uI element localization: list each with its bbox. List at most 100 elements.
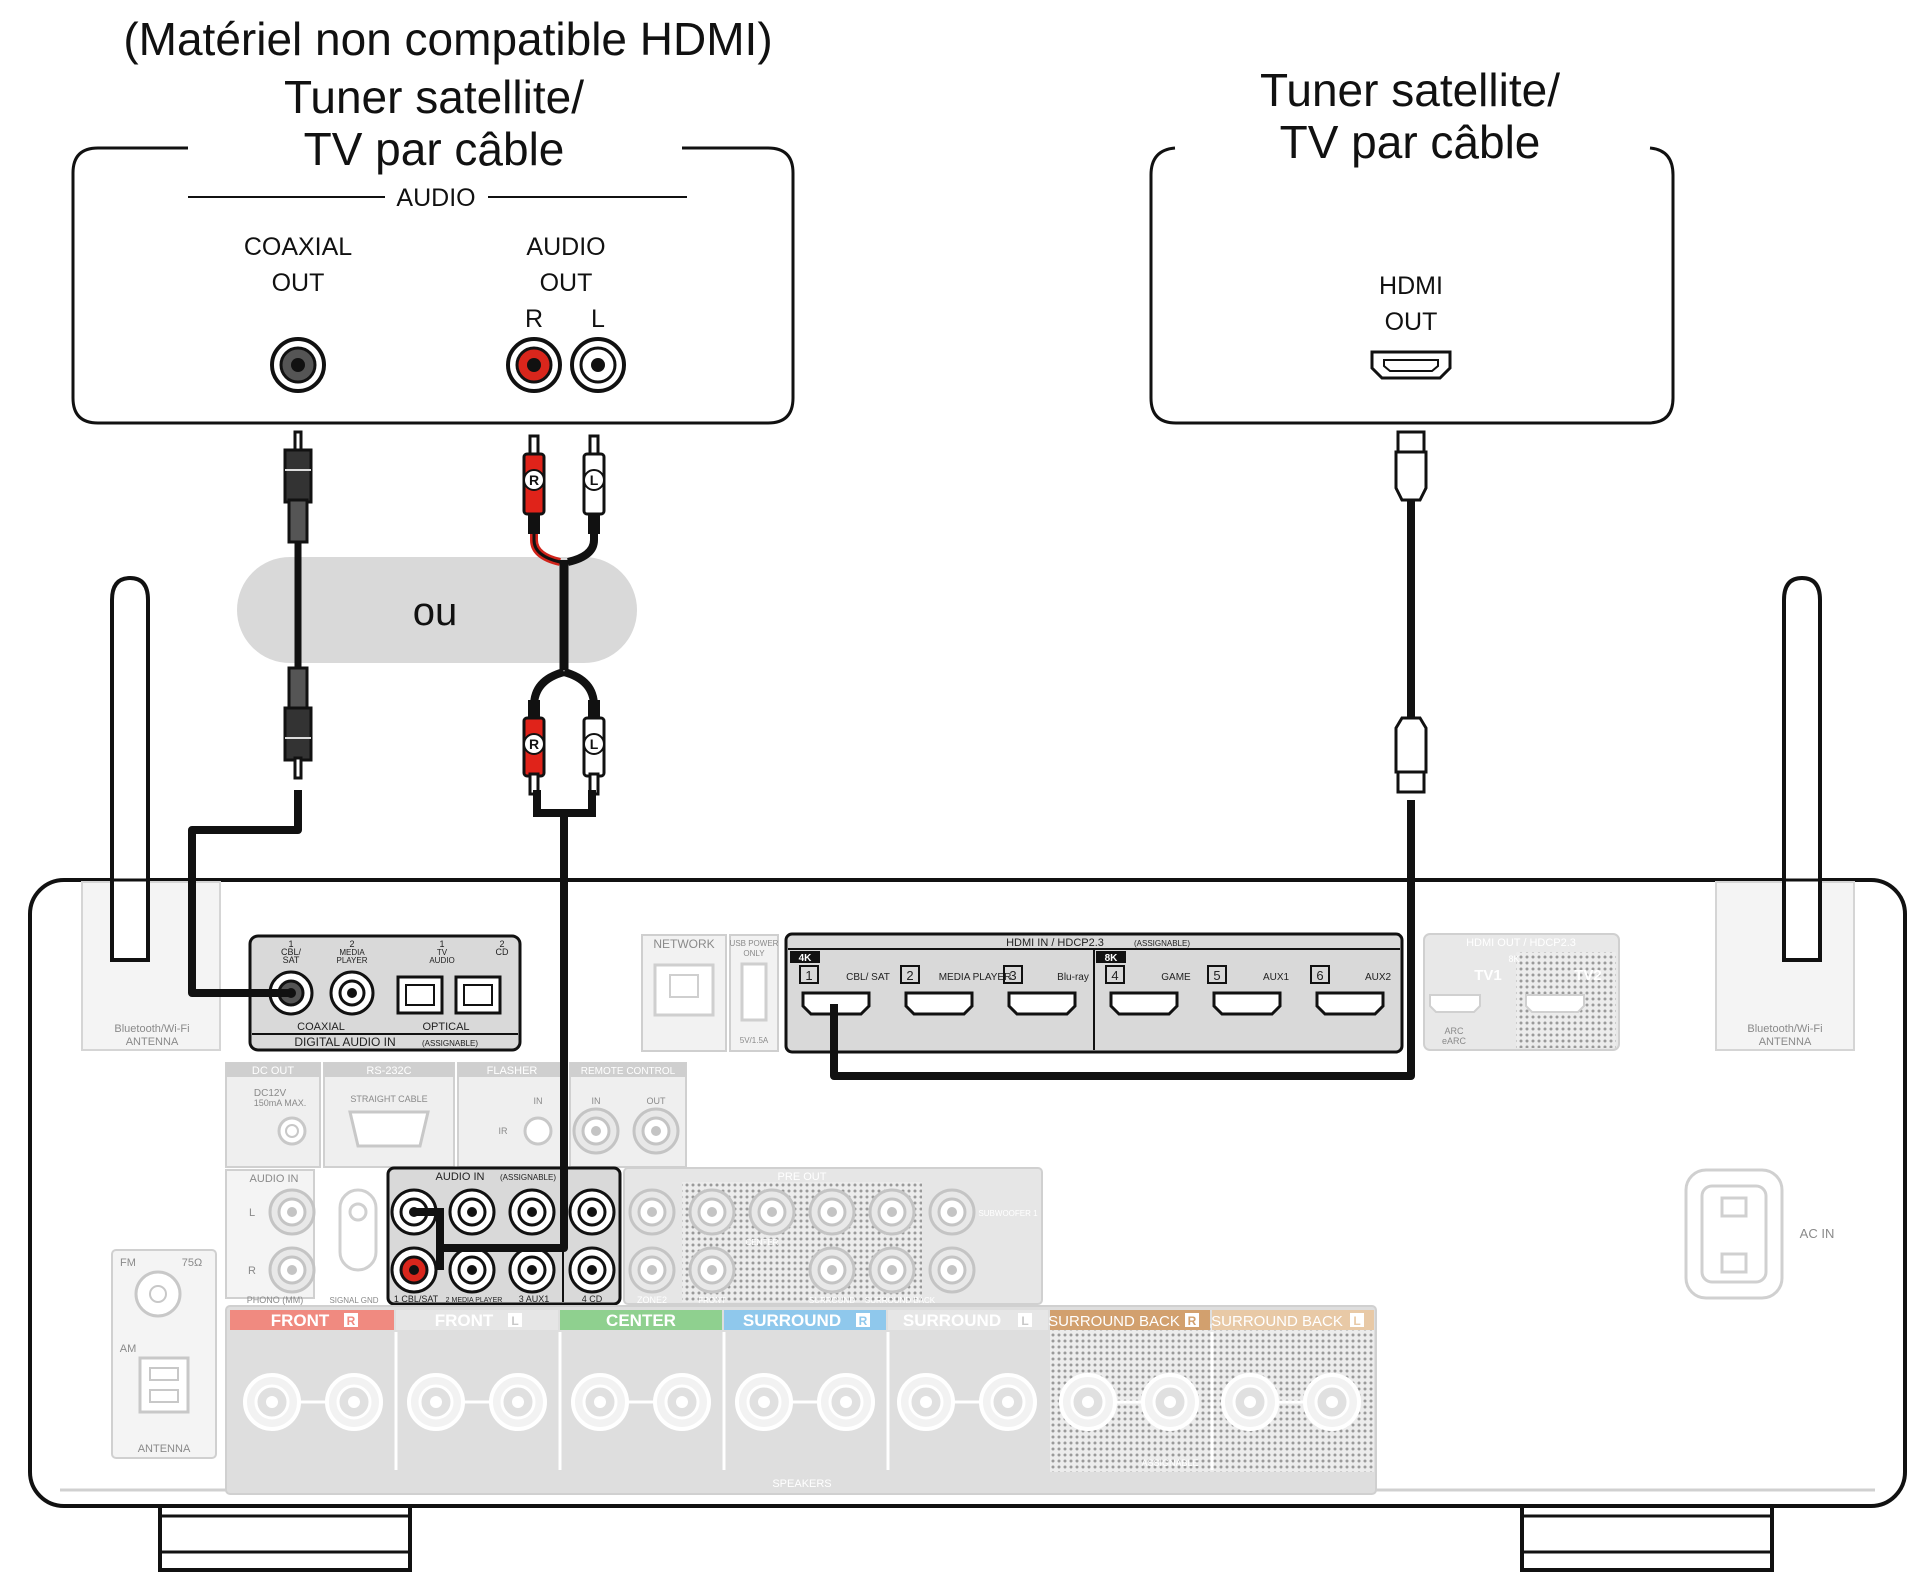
hdmi-in-numbers: 1 CBL/ SAT 2 MEDIA PLAYER 3 Blu-ray 4 GA… (799, 965, 1391, 984)
rca-plug-bottom-r: R (522, 700, 546, 796)
spk-front-l-side: L (511, 1314, 518, 1328)
dc-out-spec: DC12V (254, 1088, 287, 1099)
spk-surround-back-r: SURROUND BACK (1048, 1313, 1180, 1330)
pre-out-surround: SURROUND (809, 1296, 855, 1305)
hdmi-out-earc: eARC (1442, 1036, 1467, 1046)
dig-label: 1 (439, 939, 444, 949)
usb-port: USB POWER ONLY 5V/1.5A (729, 934, 779, 1052)
remote-in: IN (592, 1096, 601, 1106)
spk-surround-l-side: L (1021, 1314, 1028, 1328)
rca-plug-top-r: R (522, 434, 546, 534)
source-note: (Matériel non compatible HDMI) (123, 13, 772, 65)
audio-in-jack-3l (508, 1188, 556, 1236)
spk-surround-l: SURROUND (903, 1311, 1001, 1330)
or-label: ou (413, 590, 458, 634)
audio-group-label: AUDIO (396, 184, 475, 212)
hdmi-device-title-line1: Tuner satellite/ (1260, 64, 1560, 116)
audio-in-panel: AUDIO IN (ASSIGNABLE) (386, 1166, 622, 1306)
plug-top-r-label: R (529, 472, 539, 488)
hdmi-out-port (1370, 350, 1452, 380)
audio-in-jack-2l (448, 1188, 496, 1236)
badge-4k: 4K (799, 953, 813, 964)
coaxial-out-label-2: OUT (272, 269, 325, 297)
ac-inlet: AC IN (1684, 1168, 1835, 1300)
pre-out-subwoofer: SUBWOOFER 1 (978, 1209, 1038, 1218)
wifi-antenna-left: Bluetooth/Wi-Fi ANTENNA (81, 575, 221, 1051)
audio-in-title: AUDIO IN (436, 1171, 485, 1183)
dig-label: 1 (288, 939, 293, 949)
hdmi-in-label: Blu-ray (1057, 972, 1089, 983)
hdmi-in-num: 2 (906, 968, 913, 983)
rca-plug-bottom-l: L (582, 700, 606, 796)
spk-surround-back-l: SURROUND BACK (1211, 1313, 1343, 1330)
pre-out-center: CENTER (746, 1238, 779, 1247)
speakers-title: SPEAKERS (772, 1478, 831, 1490)
audio-out-l-label: L (591, 305, 605, 333)
flasher-ir: IR (499, 1126, 509, 1136)
ac-in-label: AC IN (1800, 1226, 1835, 1241)
hdmi-in-num: 5 (1213, 968, 1220, 983)
audio-in-assignable: (ASSIGNABLE) (500, 1173, 556, 1182)
hdmi-in-assignable: (ASSIGNABLE) (1134, 939, 1190, 948)
flasher-label: FLASHER (487, 1065, 538, 1077)
antenna-terminal-label: ANTENNA (138, 1443, 191, 1455)
source-device-hdmi: Tuner satellite/ TV par câble HDMI OUT (1149, 64, 1675, 425)
audio-in-jack-2r (448, 1246, 496, 1294)
signal-gnd-label: SIGNAL GND (329, 1296, 378, 1305)
spk-front-r: FRONT (271, 1311, 330, 1330)
or-separator: ou (237, 557, 637, 663)
radio-antenna-terminals: FM 75Ω AM ANTENNA (111, 1249, 217, 1459)
audio-out-l-jack (570, 337, 626, 393)
dig-label: TV (437, 948, 448, 957)
spk-center: CENTER (606, 1311, 676, 1330)
hdmi-in-num: 3 (1009, 968, 1016, 983)
pre-out-panel: PRE OUT ZONE2 SUBWOOFER 1 FRONT CENTER S… (623, 1167, 1043, 1305)
dig-label: MEDIA (339, 948, 365, 957)
optical-in-port-2 (454, 975, 502, 1015)
speaker-section-headers: FRONT R FRONT L CENTER SURROUND R SURROU… (230, 1310, 1374, 1330)
plug-bottom-l-label: L (590, 736, 599, 752)
hdmi-out-arc: ARC (1444, 1026, 1464, 1036)
control-ports: DC OUT DC12V 150mA MAX. RS-232C STRAIGHT… (225, 1062, 687, 1168)
hdmi-out-label-1: HDMI (1379, 272, 1443, 300)
fm-ohm-label: 75Ω (182, 1257, 202, 1269)
hdmi-device-title-line2: TV par câble (1280, 116, 1541, 168)
dig-label: AUDIO (429, 956, 454, 965)
audio-out-r-label: R (525, 305, 543, 333)
antenna-left-label-1: Bluetooth/Wi-Fi (114, 1023, 189, 1035)
dig-label: PLAYER (337, 956, 368, 965)
speakers-assignable: ASSIGNABLE (1141, 1458, 1198, 1468)
audio-in-label: 2 MEDIA PLAYER (446, 1297, 503, 1304)
hdmi-cable (830, 430, 1428, 1080)
digital-audio-in-title: DIGITAL AUDIO IN (294, 1035, 395, 1049)
dig-label: 2 (349, 939, 354, 949)
pre-out-surround-back: SURROUND BACK (865, 1296, 936, 1305)
network-port: NETWORK (641, 934, 727, 1052)
hdmi-in-label: MEDIA PLAYER (939, 972, 1012, 983)
hdmi-out-tv2: TV2 (1574, 967, 1602, 984)
antenna-left-label-2: ANTENNA (126, 1036, 179, 1048)
hdmi-out-8k: 8K (1508, 954, 1519, 964)
dc-out-label: DC OUT (252, 1065, 294, 1077)
dig-label: SAT (283, 955, 300, 965)
hdmi-in-num: 1 (805, 968, 812, 983)
hdmi-out-panel: HDMI OUT / HDCP2.3 8K TV1 TV2 ARC eARC (1423, 933, 1620, 1051)
hdmi-out-title: HDMI OUT / HDCP2.3 (1466, 937, 1576, 949)
pre-out-zone2: ZONE2 (637, 1295, 667, 1305)
coaxial-cable (188, 430, 313, 997)
fm-label: FM (120, 1257, 136, 1269)
usb-label: ONLY (743, 949, 765, 958)
audio-out-label-2: OUT (540, 269, 593, 297)
audio-in-jack-1r (390, 1246, 438, 1294)
plug-top-l-label: L (590, 472, 599, 488)
speaker-terminals: SPEAKERS ASSIGNABLE FRONT R FRONT L CENT… (225, 1305, 1377, 1495)
coaxial-out-label-1: COAXIAL (244, 233, 352, 261)
audio-in-jack-4r (568, 1246, 616, 1294)
pre-out-title: PRE OUT (778, 1171, 827, 1183)
audio-out-label-1: AUDIO (526, 233, 605, 261)
usb-label: USB POWER (730, 939, 779, 948)
hdmi-out-label-2: OUT (1385, 308, 1438, 336)
phono-l: L (249, 1207, 255, 1219)
phono-label: PHONO (MM) (247, 1295, 304, 1305)
optical-in-port-1 (396, 975, 444, 1015)
